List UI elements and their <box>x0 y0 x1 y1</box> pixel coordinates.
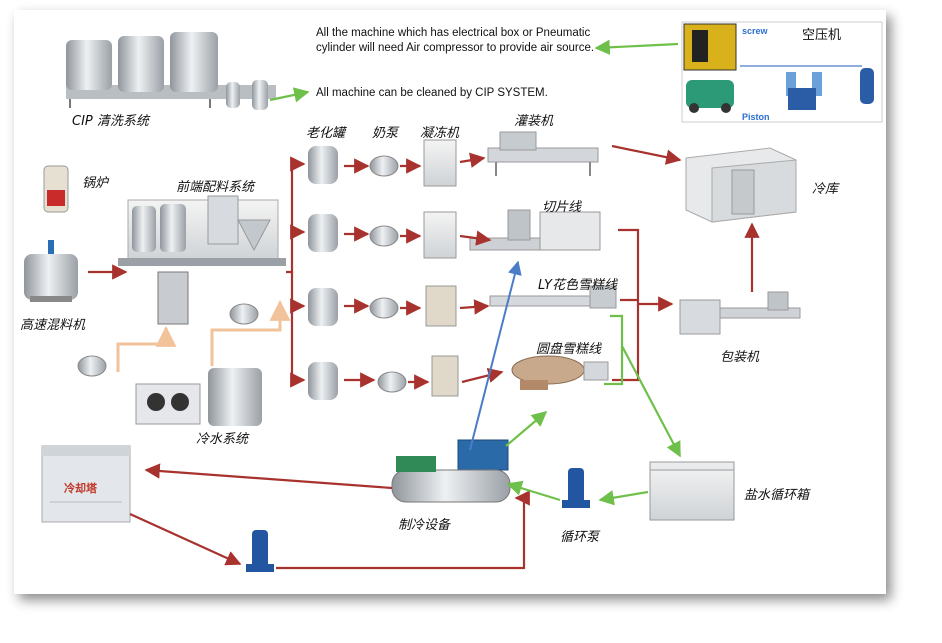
filling-machine-image <box>487 131 599 176</box>
red-flow-arrows <box>88 144 760 570</box>
label-screw: screw <box>742 26 768 36</box>
label-refrigeration: 制冷设备 <box>398 518 451 533</box>
mixer-image <box>24 240 78 302</box>
slicing-line-image <box>469 209 601 251</box>
label-circ-pump: 循环泵 <box>560 530 600 545</box>
air-compressor-image <box>681 21 883 123</box>
milk-pump-images <box>369 155 407 393</box>
label-cooling-tower: 冷却塔 <box>64 482 97 495</box>
ly-line-image <box>489 285 617 309</box>
circulation-pump-image <box>562 468 590 508</box>
label-compressor: 空压机 <box>802 28 842 43</box>
orange-flow-arrows <box>116 299 291 372</box>
label-front-end: 前端配料系统 <box>176 180 255 195</box>
boiler-image <box>43 165 69 213</box>
brine-tank-image <box>649 461 735 521</box>
green-flow-arrows <box>269 39 681 506</box>
refrigeration-unit-image <box>391 439 511 503</box>
cold-store-image <box>685 147 797 223</box>
blue-flow-arrow <box>469 260 522 451</box>
cip-system-image <box>66 32 276 110</box>
label-packing: 包装机 <box>720 350 760 365</box>
label-brine-tank: 盐水循环箱 <box>744 488 810 503</box>
round-line-image <box>511 355 609 390</box>
label-aging-tank: 老化罐 <box>306 126 346 141</box>
label-ly-line: LY花色雪糕线 <box>538 278 617 293</box>
label-milk-pump: 奶泵 <box>372 126 399 141</box>
label-chiller: 冷水系统 <box>196 432 249 447</box>
label-boiler: 锅炉 <box>82 176 109 191</box>
cip-note: All machine can be cleaned by CIP SYSTEM… <box>316 87 548 99</box>
label-slicing: 切片线 <box>542 200 582 215</box>
freezer-images <box>423 139 459 397</box>
chiller-system-image <box>135 368 262 426</box>
label-mixer: 高速混料机 <box>20 318 86 333</box>
cooling-water-pump-image <box>246 530 274 572</box>
label-filling: 灌装机 <box>514 114 554 129</box>
air-compressor-note: All the machine which has electrical box… <box>316 27 595 54</box>
cooling-tower-image <box>41 445 131 523</box>
front-end-system-image <box>118 195 286 325</box>
label-cip: CIP 清洗系统 <box>72 114 149 129</box>
label-round-line: 圆盘雪糕线 <box>536 342 602 357</box>
aging-tank-images <box>308 146 338 400</box>
feed-pump-image <box>77 303 259 377</box>
label-piston: Piston <box>742 112 770 122</box>
label-freezer: 凝冻机 <box>420 126 460 141</box>
label-cold-store: 冷库 <box>812 182 839 197</box>
packing-machine-image <box>679 291 801 335</box>
